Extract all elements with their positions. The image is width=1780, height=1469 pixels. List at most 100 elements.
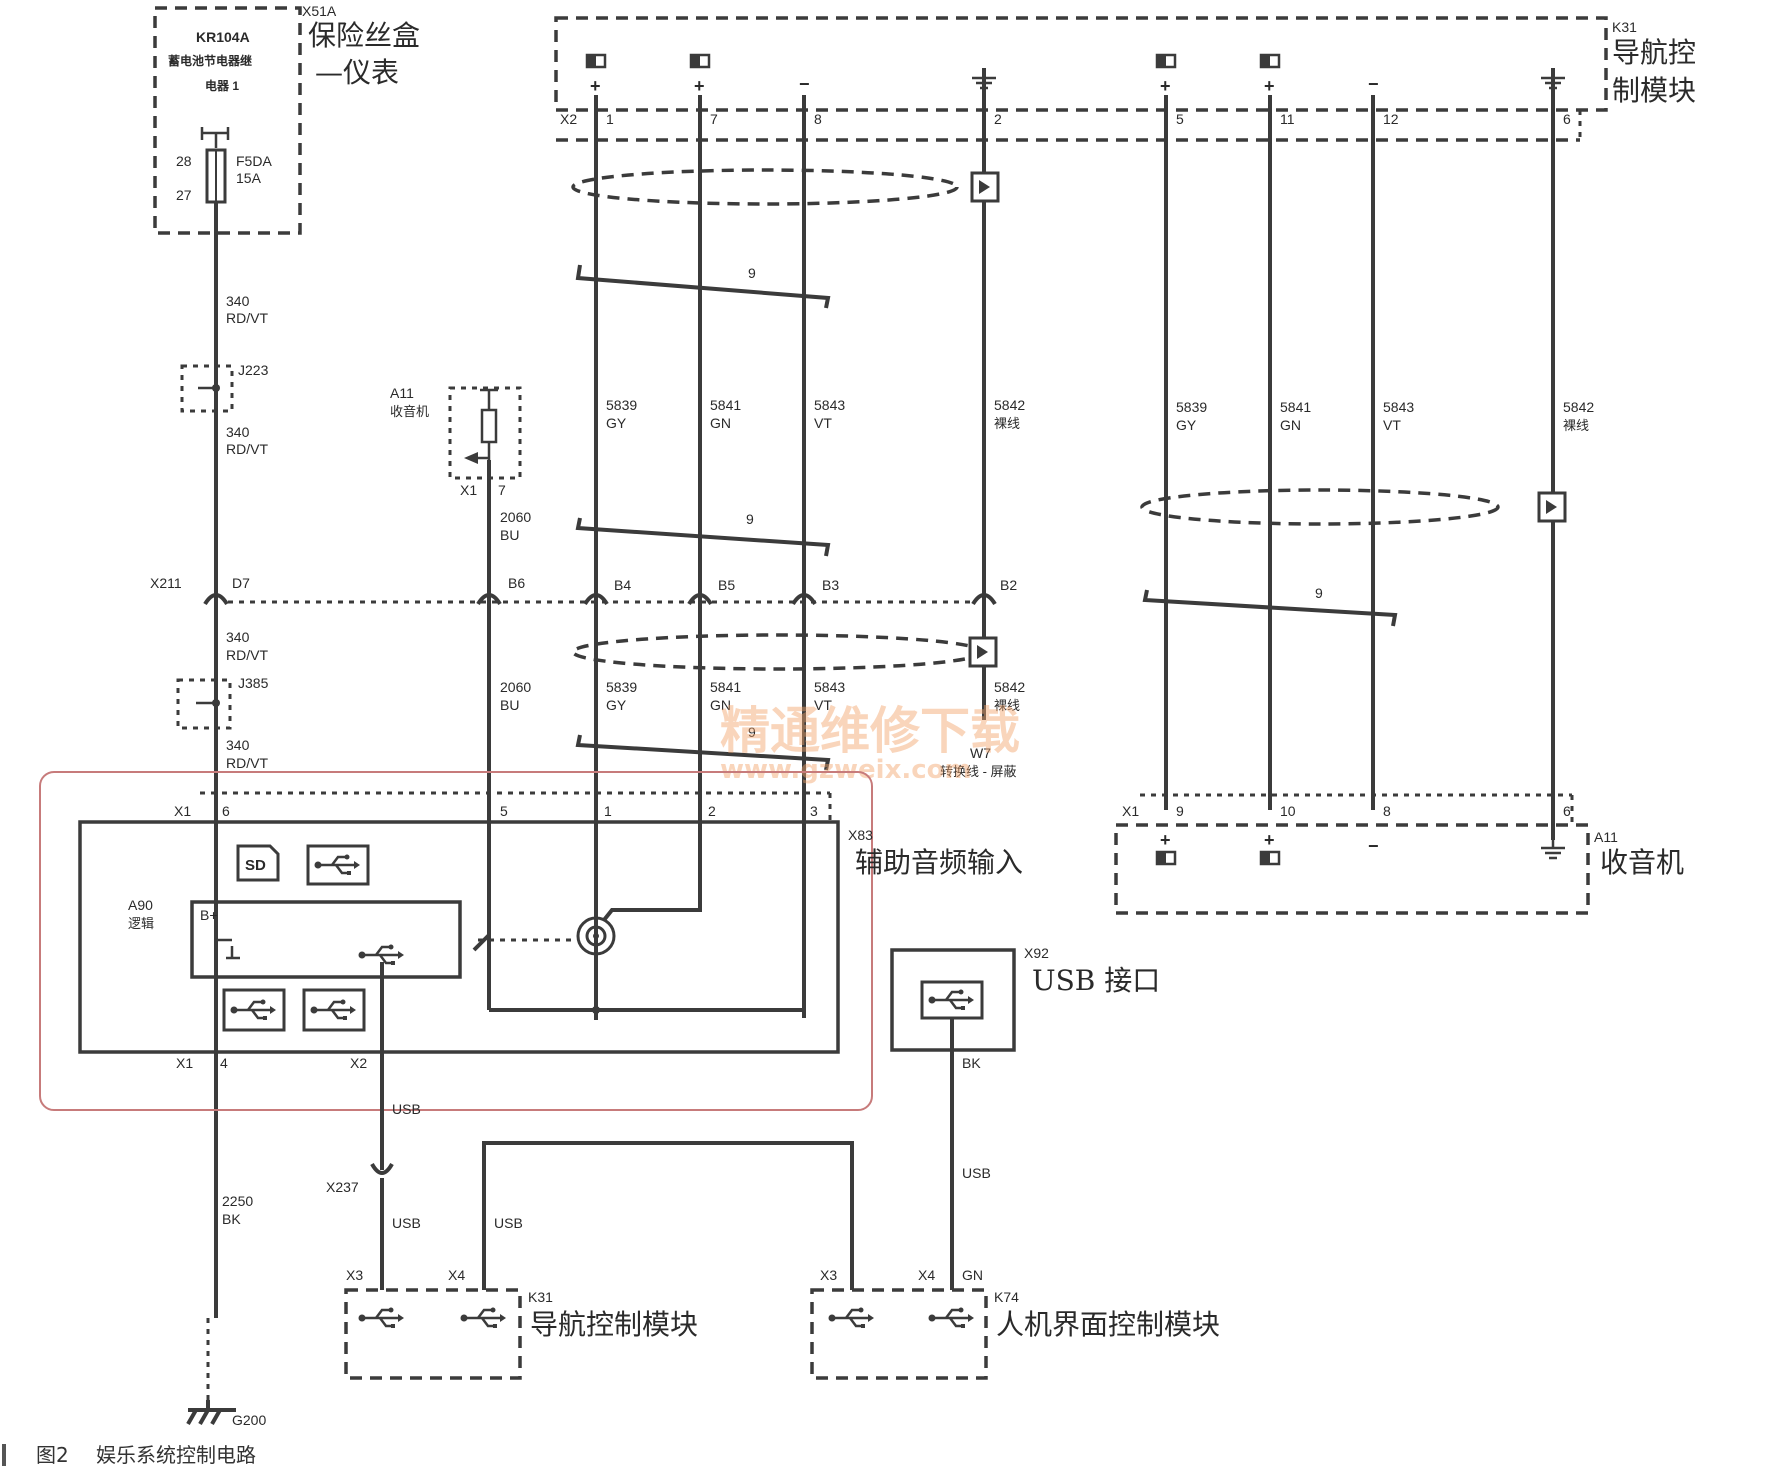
nav-top-pin-8: 8 [814, 111, 822, 127]
nav-top-pin-11: 11 [1280, 111, 1295, 127]
relay-desc-1: 蓄电池节电器继 [168, 53, 252, 68]
radio-bottom-title: 收音机 [1600, 846, 1684, 879]
lbl-gy-1: GY [606, 415, 627, 431]
lbl-5843-2: 5843 [1383, 399, 1414, 415]
aux-pin1: 1 [604, 803, 612, 819]
usb-port-id: X92 [1024, 945, 1049, 961]
lbl-2060-2: 2060 [500, 679, 531, 695]
radio-bottom-pin-6: 6 [1563, 803, 1571, 819]
nav-top-connector: X2 [560, 111, 577, 127]
wire-labels-upper: 5839 GY 5841 GN 5843 VT 5842 裸线 5839 GY … [606, 397, 1594, 433]
aux-highlight-border [39, 771, 873, 1111]
lbl-2250: 2250 [222, 1193, 253, 1209]
x211-id: X211 [150, 575, 182, 591]
aux-pin3: 3 [810, 803, 818, 819]
fuse-box-title-1: 保险丝盒 [308, 19, 420, 52]
radio-top-pin: 7 [498, 482, 506, 498]
splice-j223: J223 [180, 362, 269, 413]
splice-j385: J385 [176, 675, 269, 730]
aux-x1-bottom: X1 [176, 1055, 193, 1071]
watermark-line1: 精通维修下载 [720, 702, 1020, 760]
sd-label: SD [245, 857, 266, 874]
connector-pin-arc [476, 593, 502, 606]
lbl-drain-2: 裸线 [1563, 418, 1589, 433]
lbl-gn-3: GN [710, 697, 731, 713]
usb-port-title: USB 接口 [1032, 964, 1160, 997]
twist-marker-4 [1142, 589, 1398, 627]
x211-b4: B4 [614, 577, 631, 593]
x211-b6: B6 [508, 575, 525, 591]
nav-bottom-x4: X4 [448, 1267, 465, 1283]
lbl-5839-1: 5839 [606, 397, 637, 413]
polarity-plus: + [1264, 76, 1275, 96]
hmi-x4: X4 [918, 1267, 935, 1283]
lbl-5842-1: 5842 [994, 397, 1025, 413]
aux-id: X83 [848, 827, 873, 843]
lbl-usb-x2: USB [392, 1101, 421, 1117]
lbl-5843-1: 5843 [814, 397, 845, 413]
fuse-pin-27: 27 [176, 187, 192, 203]
lbl-5843-3: 5843 [814, 679, 845, 695]
radio-bottom-conn: X1 [1122, 803, 1139, 819]
lbl-vt-3: VT [814, 697, 832, 713]
lbl-5839-2: 5839 [1176, 399, 1207, 415]
lbl-bu-2: BU [500, 697, 519, 713]
usb-port-x92: X92 USB 接口 [890, 945, 1160, 1052]
hmi-module-k74: X3 X4 GN K74 人机界面控制模块 [810, 1267, 1220, 1380]
aux-audio-input-x83: X1 6 5 1 2 3 X83 辅助音频输入 SD A90 逻辑 B+ [78, 791, 1023, 1071]
aux-switch-contact [472, 933, 491, 952]
sd-card-icon [236, 844, 280, 882]
wire-usb-nav-hmi [482, 1141, 854, 1290]
logic-id: A90 [128, 897, 153, 913]
radio-bottom-pin-9: 9 [1176, 803, 1184, 819]
lbl-drain-1: 裸线 [994, 416, 1020, 431]
radio-bottom-pin-10: 10 [1280, 803, 1296, 819]
nav-bottom-title: 导航控制模块 [530, 1308, 698, 1341]
lbl-2060-1: 2060 [500, 509, 531, 525]
radio-bottom-id: A11 [1594, 829, 1618, 845]
polarity-plus: + [1160, 830, 1171, 850]
lbl-5841-1: 5841 [710, 397, 741, 413]
nav-top-title-1: 导航控 [1612, 36, 1696, 69]
polarity-minus: − [1368, 74, 1379, 94]
caption-fig: 图2 [36, 1443, 69, 1467]
lbl-5839-3: 5839 [606, 679, 637, 695]
wire-label-rdvt-a: RD/VT [226, 310, 268, 326]
x237-label: X237 [326, 1179, 359, 1195]
fuse-id: F5DA [236, 153, 272, 169]
x211-d7: D7 [232, 575, 250, 591]
hmi-x3: X3 [820, 1267, 837, 1283]
twist-label-3: 9 [748, 724, 756, 740]
shield-desc: 转换线 - 屏蔽 [940, 764, 1017, 779]
aux-pin2: 2 [708, 803, 716, 819]
fuse-box-x51a: X51A 保险丝盒 —仪表 KR104A 蓄电池节电器继 电器 1 28 27 … [153, 3, 420, 235]
nav-top-title-2: 制模块 [1612, 74, 1696, 107]
wire-label-rdvt-b: RD/VT [226, 441, 268, 457]
connector-pin-arc [791, 593, 817, 606]
lbl-usb-loop: USB [494, 1215, 523, 1231]
lbl-usb-port: USB [962, 1165, 991, 1181]
fuse-box-id: X51A [302, 3, 337, 19]
splice-j223-label: J223 [238, 362, 269, 378]
wire-label-340-d: 340 [226, 737, 250, 753]
usb-icon-nav-x4 [460, 1307, 506, 1328]
polarity-minus: − [799, 74, 810, 94]
lbl-usb-x237: USB [392, 1215, 421, 1231]
radio-a11-top: A11 收音机 X1 7 [390, 385, 522, 498]
usb-icon-logic [358, 944, 404, 965]
twist-label-1: 9 [748, 265, 756, 281]
aux-x2: X2 [350, 1055, 367, 1071]
logic-bplus: B+ [200, 907, 218, 923]
usb-icon-nav-x3 [358, 1307, 404, 1328]
wire-label-340-c: 340 [226, 629, 250, 645]
radio-top-id: A11 [390, 385, 414, 401]
twist-label-2: 9 [746, 511, 754, 527]
twist-marker-3 [575, 734, 831, 771]
radio-top-conn: X1 [460, 482, 477, 498]
wire-label-340-b: 340 [226, 424, 250, 440]
caption-bar [2, 1444, 6, 1466]
lbl-vt-1: VT [814, 415, 832, 431]
